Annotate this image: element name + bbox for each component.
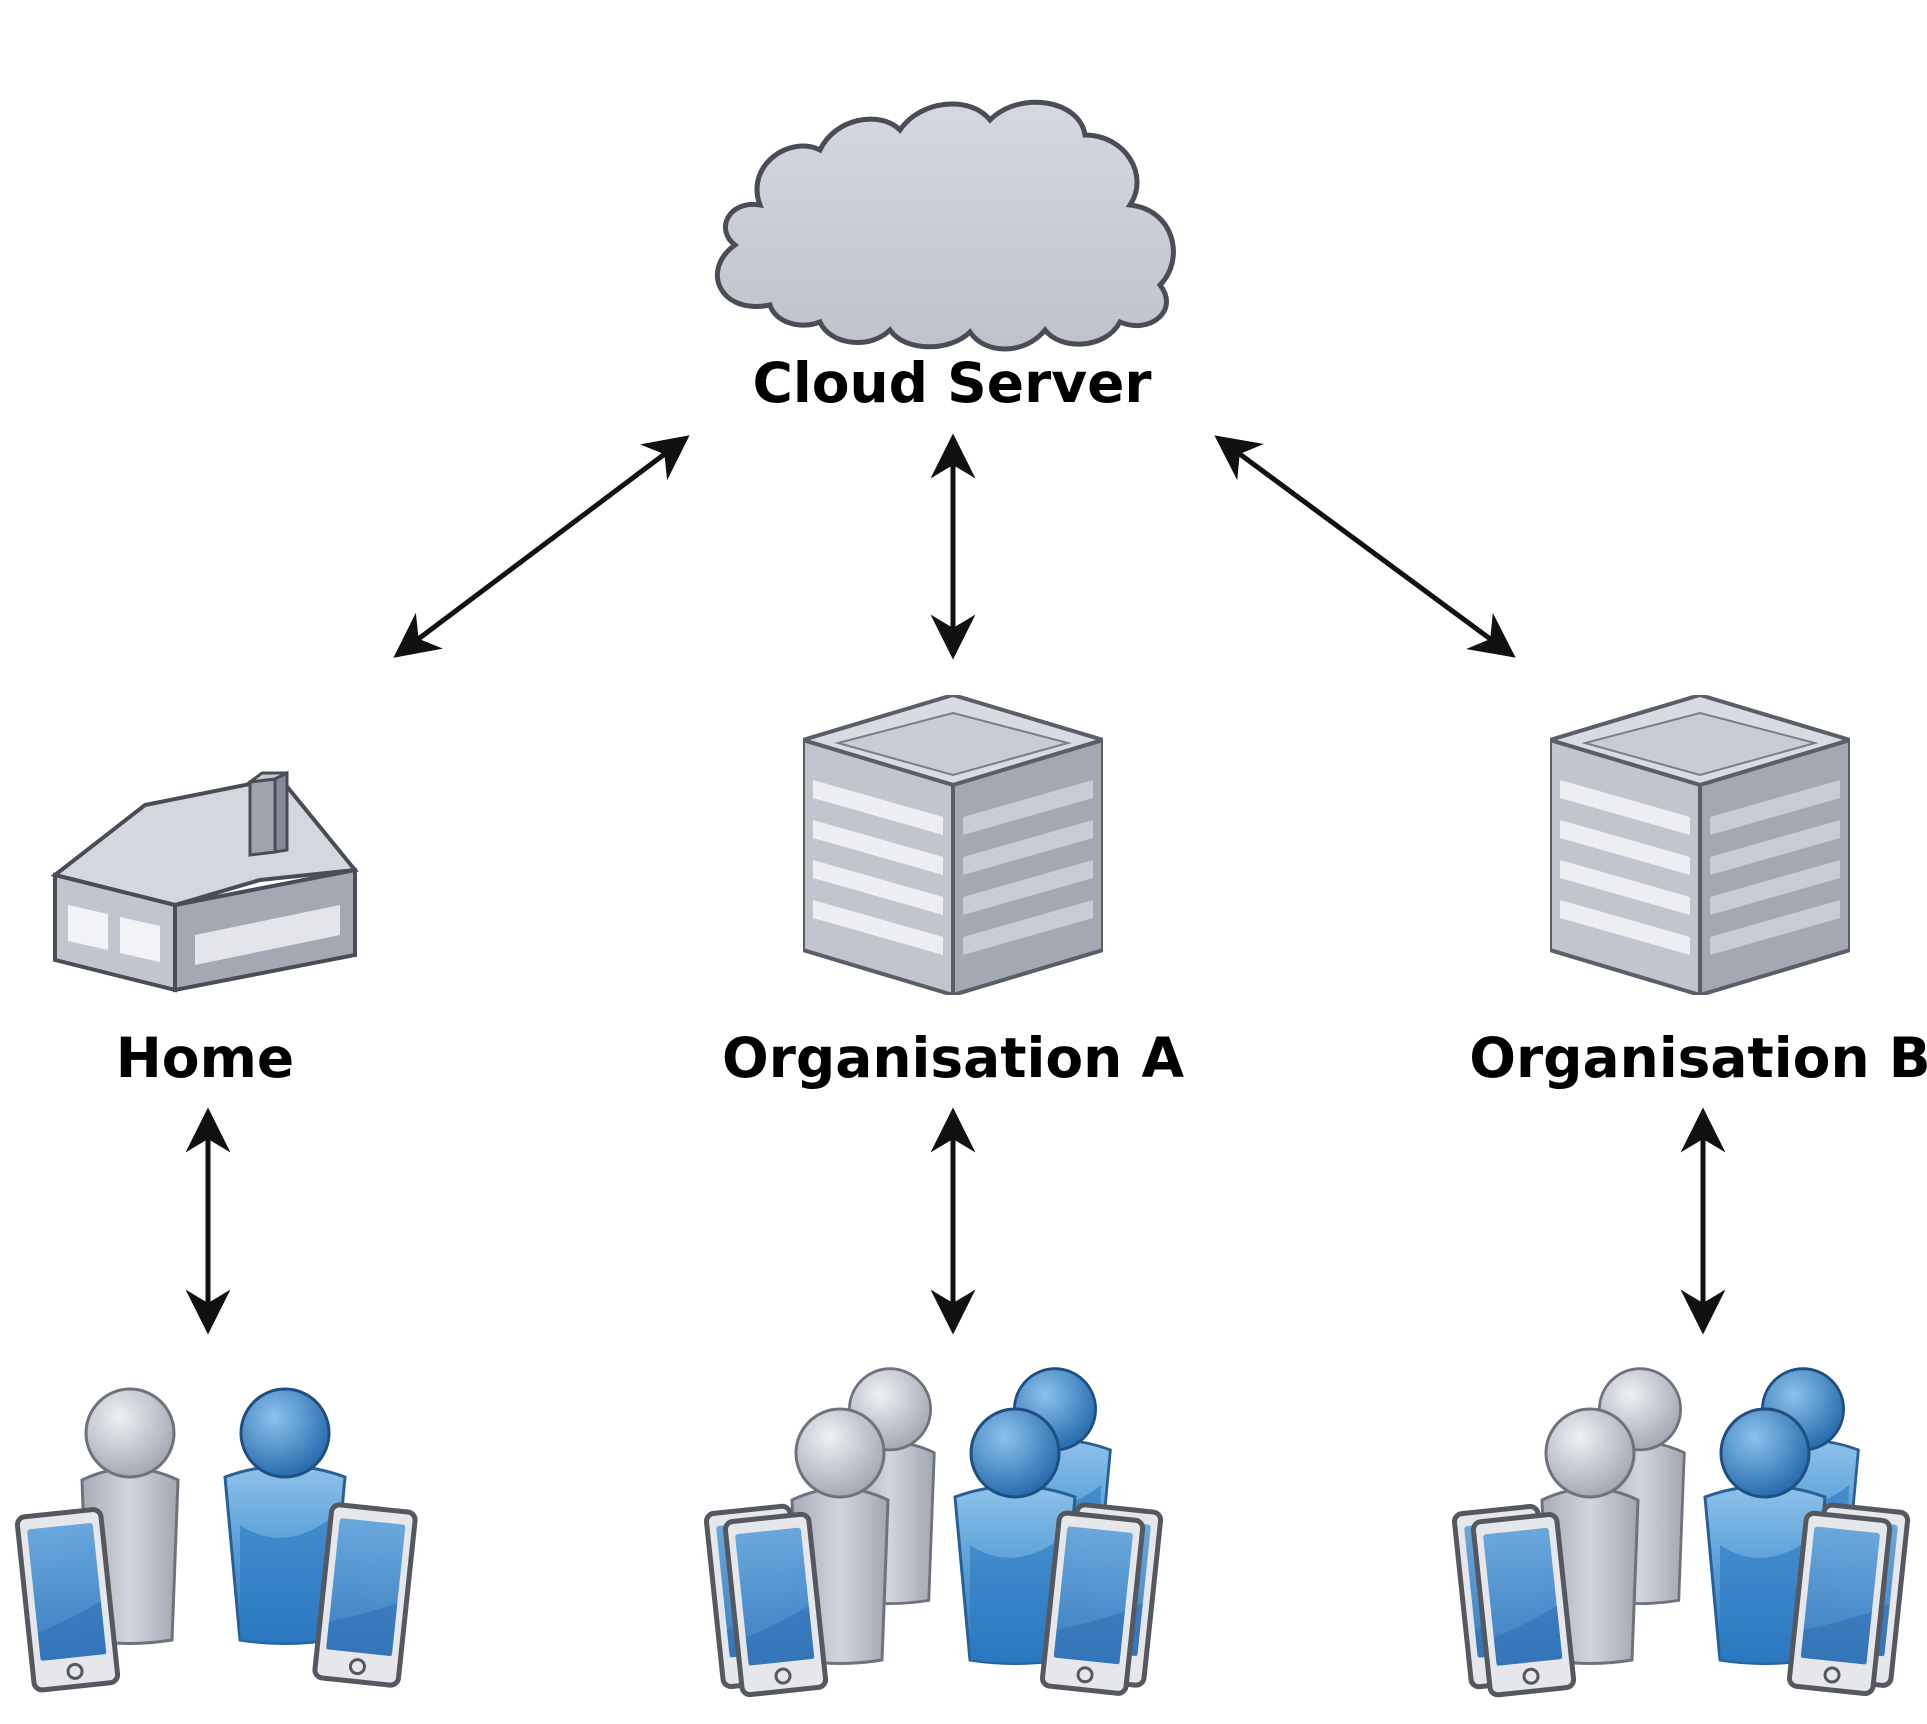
user-links xyxy=(185,1107,1726,1335)
tablet-icon xyxy=(314,1504,416,1686)
arrow-org-b-cloud xyxy=(1214,435,1516,658)
org-b-building-icon xyxy=(1550,695,1850,995)
tablet-icon xyxy=(725,1514,827,1696)
tablet-icon xyxy=(17,1509,119,1691)
cloud-server-label: Cloud Server xyxy=(753,351,1152,415)
arrow-home-cloud xyxy=(393,435,690,658)
org-a-building-icon xyxy=(803,695,1103,995)
tablet-icon xyxy=(1789,1512,1891,1694)
org-a-users-icon xyxy=(706,1367,1162,1698)
home-label: Home xyxy=(116,1026,294,1090)
home-icon xyxy=(50,770,359,993)
org-a-label: Organisation A xyxy=(722,1026,1184,1090)
tablet-icon xyxy=(1042,1512,1144,1694)
org-b-label: Organisation B xyxy=(1469,1026,1927,1090)
cloud-server-icon xyxy=(714,99,1176,352)
home-users-icon xyxy=(17,1387,416,1691)
tablet-icon xyxy=(1473,1514,1575,1696)
org-b-users-icon xyxy=(1454,1367,1909,1698)
cloud-links xyxy=(393,433,1516,660)
